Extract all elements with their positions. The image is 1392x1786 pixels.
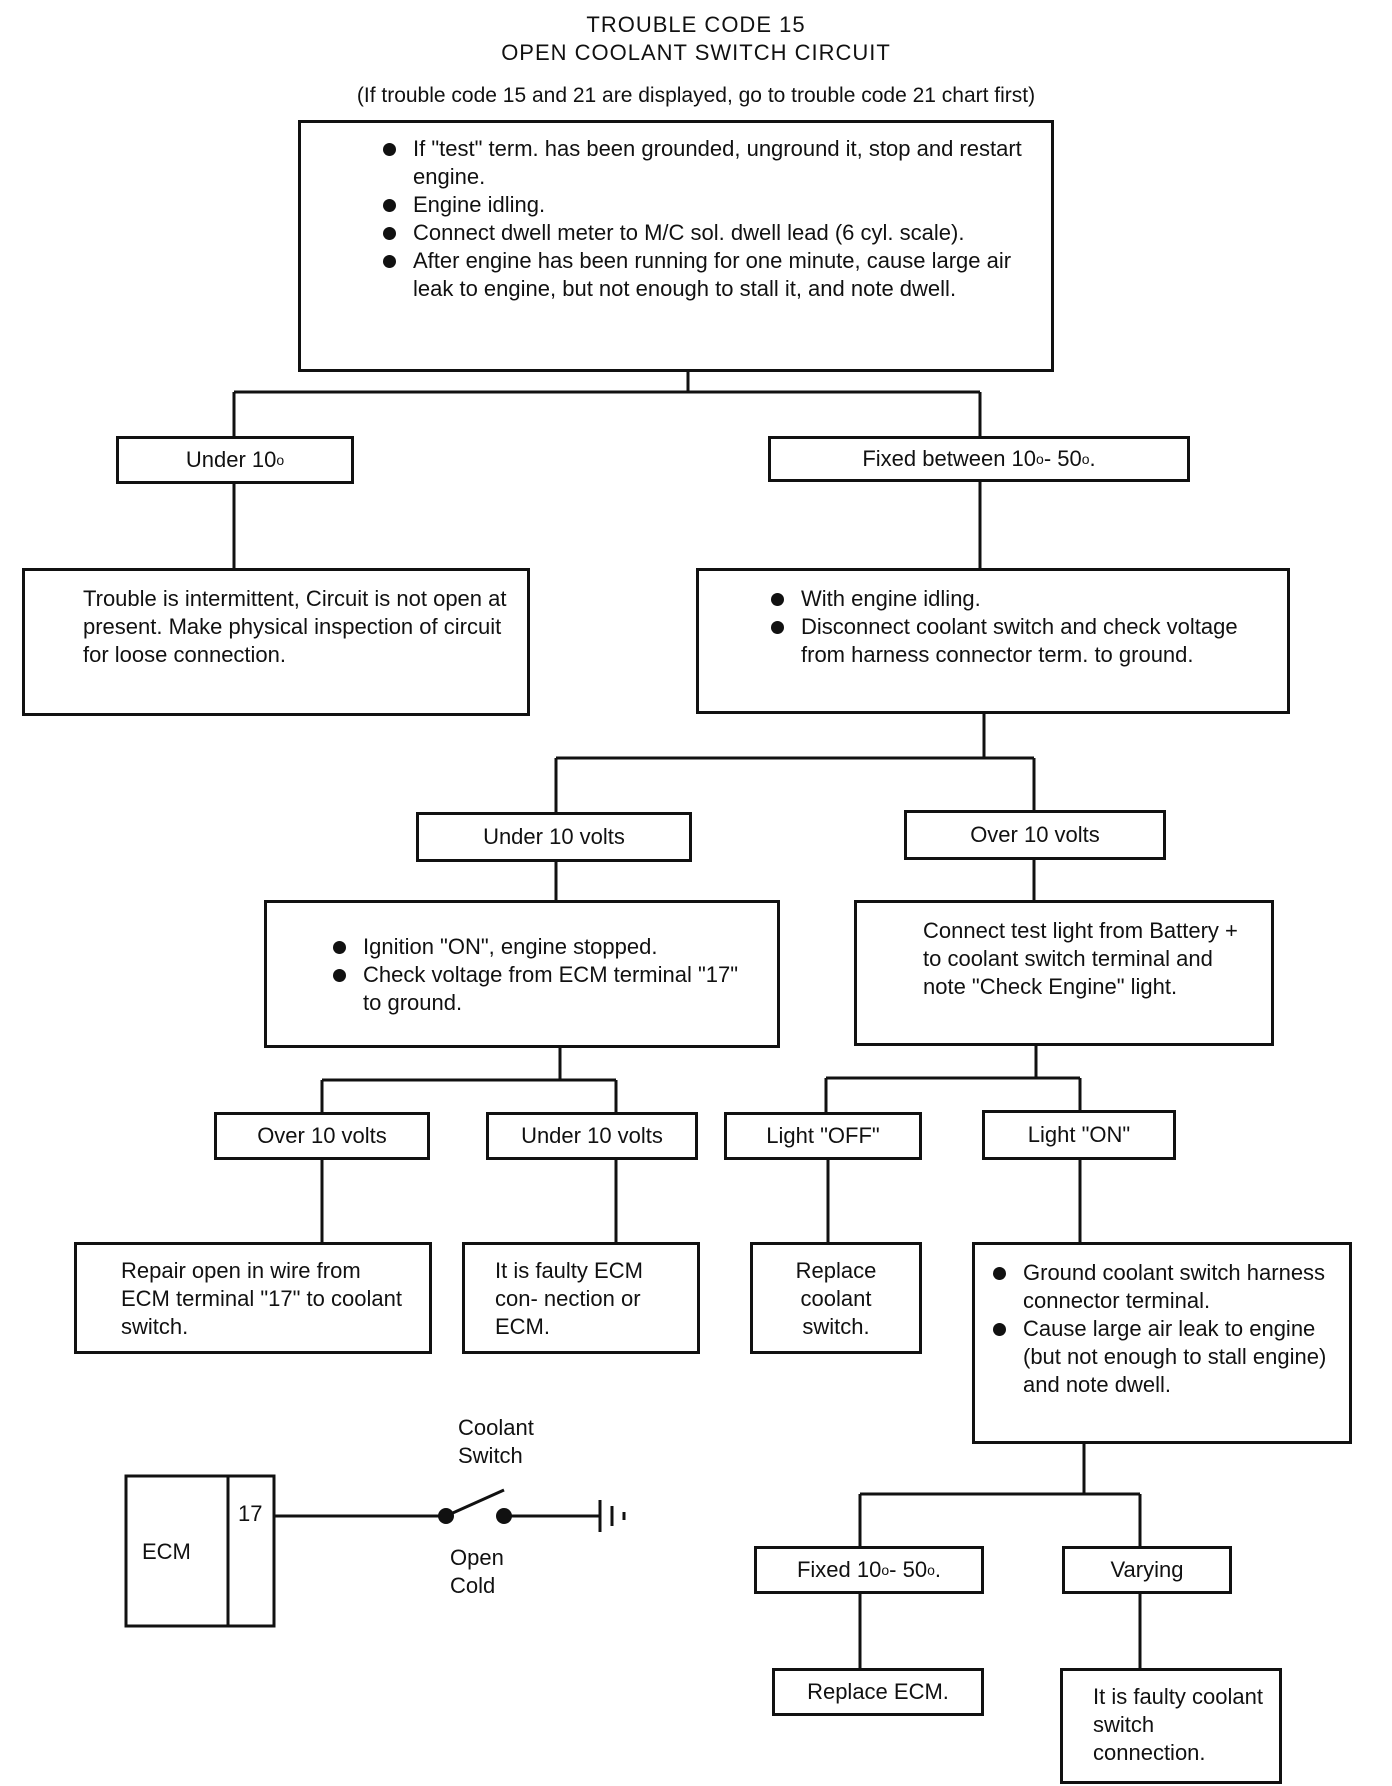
fixed-range-label: . (934, 1557, 942, 1582)
fixed-between-label: . (1089, 446, 1096, 471)
start-instructions-box: If "test" term. has been grounded, ungro… (298, 120, 1054, 372)
terminal-number: 17 (238, 1501, 263, 1526)
degree-sign: o (1081, 451, 1090, 467)
ignition-check-box: Ignition "ON", engine stopped. Check vol… (264, 900, 780, 1048)
replace-switch-box: Replace coolant switch. (750, 1242, 922, 1354)
open-cold-label: Open Cold (450, 1545, 504, 1598)
test-light-box: Connect test light from Battery + to coo… (854, 900, 1274, 1046)
fixed-between-label: Fixed between 10 (862, 446, 1037, 471)
faulty-switch-box: It is faulty coolant switch connection. (1060, 1668, 1282, 1784)
instruction-item: Ground coolant switch harness connector … (989, 1259, 1335, 1315)
instruction-item: Connect dwell meter to M/C sol. dwell le… (379, 219, 1031, 247)
varying-box: Varying (1062, 1546, 1232, 1594)
degree-sign: o (276, 452, 285, 468)
instruction-item: Disconnect coolant switch and check volt… (767, 613, 1267, 669)
fixed-range-label: Fixed 10 (796, 1557, 882, 1582)
light-on-box: Light "ON" (982, 1110, 1176, 1160)
ecm-block (124, 1474, 276, 1628)
over-10-volts-box: Over 10 volts (904, 810, 1166, 860)
instruction-item: Ignition "ON", engine stopped. (329, 933, 757, 961)
over-10-volts-box-2: Over 10 volts (214, 1112, 430, 1160)
instruction-item: With engine idling. (767, 585, 1267, 613)
instruction-item: If "test" term. has been grounded, ungro… (379, 135, 1031, 191)
chart-title: TROUBLE CODE 15 (586, 12, 806, 37)
degree-sign: o (1036, 451, 1044, 467)
under-10-volts-box-2: Under 10 volts (486, 1112, 698, 1160)
under-10-deg-label: Under 10 (185, 447, 277, 472)
chart-title-line2: OPEN COOLANT SWITCH CIRCUIT (501, 40, 891, 65)
switch-node (496, 1508, 512, 1524)
instruction-item: Cause large air leak to engine (but not … (989, 1315, 1335, 1399)
instruction-item: After engine has been running for one mi… (379, 247, 1031, 303)
ignition-check-list: Ignition "ON", engine stopped. Check vol… (329, 933, 757, 1017)
ecm-schematic (124, 1474, 626, 1628)
ground-switch-box: Ground coolant switch harness connector … (972, 1242, 1352, 1444)
ground-switch-list: Ground coolant switch harness connector … (989, 1259, 1335, 1399)
start-instructions-list: If "test" term. has been grounded, ungro… (379, 135, 1031, 303)
under-10-volts-box: Under 10 volts (416, 812, 692, 862)
intermittent-box: Trouble is intermittent, Circuit is not … (22, 568, 530, 716)
instruction-item: Check voltage from ECM terminal "17" to … (329, 961, 757, 1017)
light-off-box: Light "OFF" (724, 1112, 922, 1160)
faulty-ecm-box: It is faulty ECM con- nection or ECM. (462, 1242, 700, 1354)
repair-open-box: Repair open in wire from ECM terminal "1… (74, 1242, 432, 1354)
fixed-between-label: - 50 (1043, 446, 1082, 471)
coolant-switch-label: Coolant Switch (458, 1415, 534, 1468)
fixed-range-label: - 50 (889, 1557, 928, 1582)
switch-contact (445, 1488, 505, 1518)
replace-ecm-box: Replace ECM. (772, 1668, 984, 1716)
idling-check-list: With engine idling. Disconnect coolant s… (767, 585, 1267, 669)
ecm-label: ECM (142, 1539, 191, 1564)
switch-node (438, 1508, 454, 1524)
chart-subtitle: (If trouble code 15 and 21 are displayed… (356, 84, 1036, 107)
instruction-item: Engine idling. (379, 191, 1031, 219)
degree-sign: o (881, 1562, 890, 1578)
degree-sign: o (927, 1562, 935, 1578)
idling-check-box: With engine idling. Disconnect coolant s… (696, 568, 1290, 714)
